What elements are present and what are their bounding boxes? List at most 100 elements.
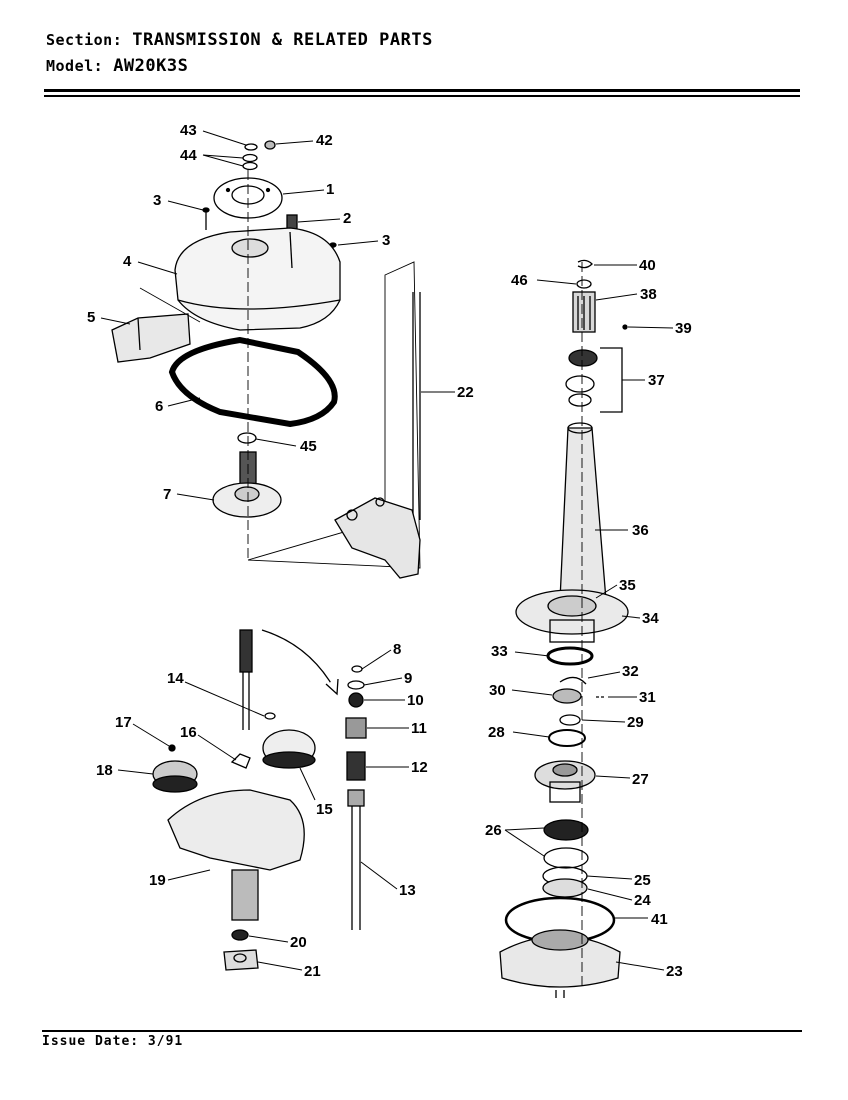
part-10-gear	[348, 692, 364, 708]
part-15-gear	[262, 729, 316, 769]
part-21-bearing	[223, 949, 259, 971]
callout-27: 27	[632, 771, 649, 788]
part-19-gearcase	[167, 629, 305, 921]
gear-travel-arrow	[261, 629, 339, 696]
part-26-seals	[543, 819, 589, 869]
callout-1: 1	[326, 181, 334, 198]
part-23-base	[499, 929, 621, 998]
issue-label: Issue Date:	[42, 1034, 140, 1049]
callout-45: 45	[300, 438, 317, 455]
part-3-screw-left	[202, 207, 210, 230]
callout-7: 7	[163, 486, 171, 503]
part-44-washers	[242, 153, 258, 171]
header-rule-thick	[44, 89, 800, 92]
callout-37: 37	[648, 372, 665, 389]
part-9-washer	[347, 680, 365, 690]
callout-28: 28	[488, 724, 505, 741]
callout-24: 24	[634, 892, 651, 909]
model-heading: Model:AW20K3S	[46, 56, 188, 76]
part-14-washer	[264, 712, 276, 720]
part-32-snap-ring	[559, 676, 587, 685]
section-label: Section:	[46, 31, 123, 49]
callout-13: 13	[399, 882, 416, 899]
callout-44: 44	[180, 147, 197, 164]
callout-2: 2	[343, 210, 351, 227]
part-18-pinion	[152, 760, 198, 793]
part-17-pin	[168, 744, 176, 752]
callout-3-right: 3	[382, 232, 390, 249]
part-28-oring	[548, 729, 586, 747]
part-42-nut	[264, 140, 276, 150]
part-12-spring	[346, 751, 366, 781]
callout-21: 21	[304, 963, 321, 980]
callout-39: 39	[675, 320, 692, 337]
part-30-bearing	[552, 688, 582, 704]
part-37-kit	[565, 347, 623, 413]
part-33-seal	[546, 646, 594, 666]
callout-25: 25	[634, 872, 651, 889]
callout-20: 20	[290, 934, 307, 951]
part-43-washer	[244, 143, 258, 151]
part-40-clip	[577, 259, 593, 269]
part-2-plug	[286, 214, 298, 230]
callout-9: 9	[404, 670, 412, 687]
part-4-cover	[174, 227, 341, 331]
callout-34: 34	[642, 610, 659, 627]
callout-5: 5	[87, 309, 95, 326]
callout-41: 41	[651, 911, 668, 928]
callout-16: 16	[180, 724, 197, 741]
header-rule-thin	[44, 95, 800, 97]
callout-10: 10	[407, 692, 424, 709]
part-20-seal	[231, 929, 249, 941]
leader-lines	[100, 130, 674, 971]
callout-3-left: 3	[153, 192, 161, 209]
part-29-washer	[559, 714, 581, 726]
callout-8: 8	[393, 641, 401, 658]
issue-date: Issue Date: 3/91	[42, 1034, 183, 1049]
part-39-pin	[622, 324, 628, 330]
callout-15: 15	[316, 801, 333, 818]
callout-35: 35	[619, 577, 636, 594]
part-7-spin-tube	[212, 451, 282, 518]
callout-18: 18	[96, 762, 113, 779]
part-6-gasket	[168, 336, 338, 428]
model-value: AW20K3S	[113, 56, 189, 76]
part-36-agitator-shaft	[559, 422, 607, 601]
part-35-34-mounting-flange	[515, 589, 629, 643]
callout-6: 6	[155, 398, 163, 415]
callout-32: 32	[622, 663, 639, 680]
callout-46: 46	[511, 272, 528, 289]
callout-26: 26	[485, 822, 502, 839]
callout-30: 30	[489, 682, 506, 699]
part-16-gear	[230, 753, 251, 769]
callout-42: 42	[316, 132, 333, 149]
section-value: TRANSMISSION & RELATED PARTS	[132, 30, 433, 50]
callout-17: 17	[115, 714, 132, 731]
part-45-oring	[237, 432, 257, 444]
callout-36: 36	[632, 522, 649, 539]
callout-19: 19	[149, 872, 166, 889]
callout-29: 29	[627, 714, 644, 731]
callout-numbers: 1 2 3 3 4 5 6 7 8 9 10 11 12 13 14 15 16…	[87, 122, 692, 980]
callout-14: 14	[167, 670, 184, 687]
callout-22: 22	[457, 384, 474, 401]
part-27-bearing-housing	[534, 760, 596, 803]
footer-rule	[42, 1030, 802, 1032]
part-38-dog-hub	[572, 291, 596, 333]
part-11-bushing	[345, 717, 367, 739]
part-46-washer	[576, 279, 592, 289]
callout-4: 4	[123, 253, 132, 270]
callout-11: 11	[411, 720, 427, 737]
part-8-washer	[351, 665, 363, 673]
part-13-shaft	[347, 789, 365, 930]
callout-31: 31	[639, 689, 656, 706]
part-25-24-spacers	[542, 866, 588, 898]
callout-38: 38	[640, 286, 657, 303]
section-heading: Section: TRANSMISSION & RELATED PARTS	[46, 30, 433, 50]
callout-23: 23	[666, 963, 683, 980]
callout-33: 33	[491, 643, 508, 660]
callout-12: 12	[411, 759, 428, 776]
callout-43: 43	[180, 122, 197, 139]
part-22-shift-rod	[334, 292, 421, 579]
